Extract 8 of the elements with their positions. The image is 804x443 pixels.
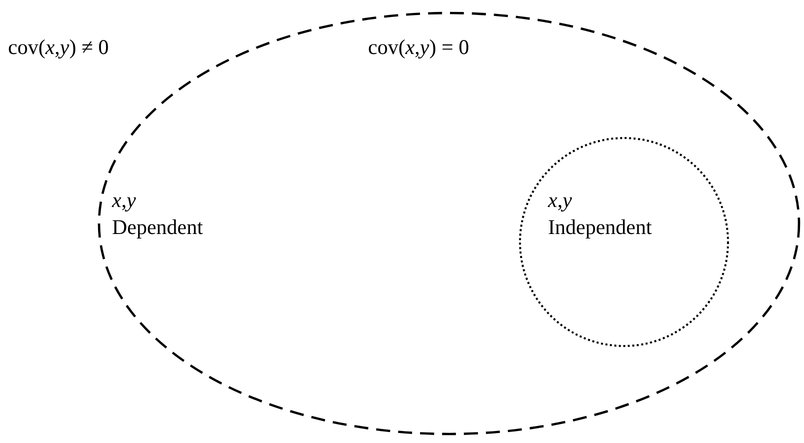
dashed-ellipse (98, 12, 800, 435)
dotted-circle (519, 137, 729, 347)
set-label: cov(x,y) ≠ 0 (8, 36, 109, 60)
variable-label: x,y (548, 189, 572, 212)
set-label: Dependent (112, 216, 203, 240)
set-label: Independent (548, 216, 652, 240)
variable-label: x,y (112, 189, 136, 212)
set-label: cov(x,y) = 0 (368, 36, 470, 60)
